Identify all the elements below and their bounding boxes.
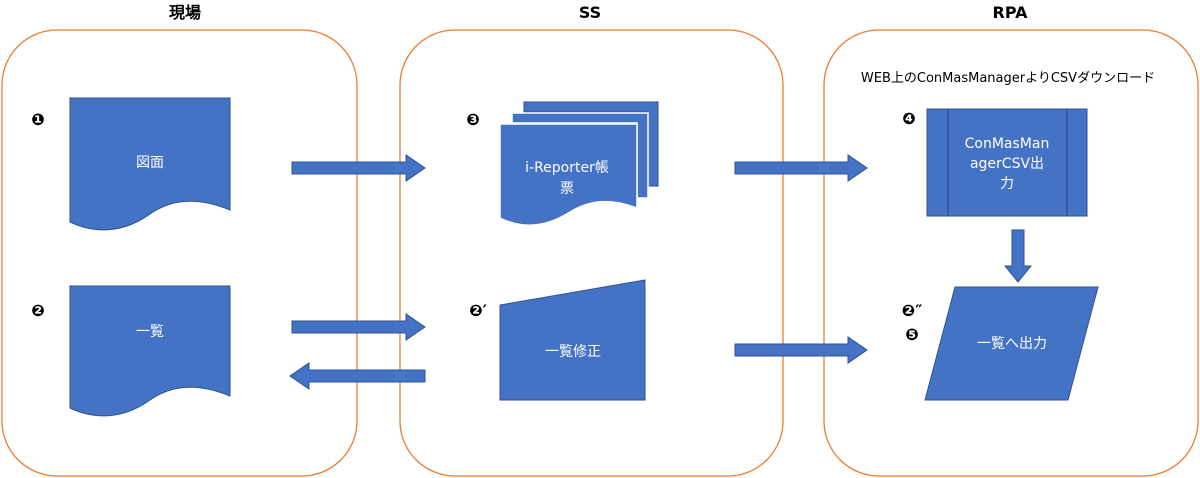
label-ireporter-line2: 票	[560, 181, 574, 197]
label-conmas-line1: ConMasMan	[965, 136, 1050, 152]
arrow-ichiran-to-shusei	[291, 313, 426, 341]
step-marker-2-prime: ❷′	[469, 301, 487, 320]
label-ichiran-shusei: 一覧修正	[545, 343, 601, 360]
step-marker-3: ❸	[466, 110, 480, 129]
lane-ss	[399, 29, 784, 477]
step-marker-2-double-prime: ❷″	[902, 301, 923, 320]
label-zumen: 図面	[136, 155, 164, 171]
lane-genba	[1, 29, 358, 477]
step-marker-1: ❶	[31, 110, 45, 129]
arrow-shusei-to-ichiran	[289, 362, 426, 390]
step-marker-2: ❷	[31, 301, 45, 320]
rpa-note: WEB上のConMasManagerよりCSVダウンロード	[861, 71, 1155, 86]
data-ichiran-output: 一覧へ出力	[924, 286, 1099, 401]
arrow-zumen-to-ireporter	[291, 154, 426, 182]
lane-title-genba: 現場	[169, 3, 201, 22]
arrow-conmas-to-output	[1003, 229, 1033, 283]
label-conmas-line3: 力	[1000, 176, 1014, 192]
process-conmas-csv: ConMasMan agerCSV出 力	[926, 108, 1088, 217]
label-ichiran-output: 一覧へ出力	[977, 335, 1047, 352]
step-marker-5: ❺	[905, 325, 919, 344]
label-conmas-line2: agerCSV出	[970, 156, 1044, 172]
arrow-shusei-to-output	[734, 336, 868, 364]
multidocument-ireporter: i-Reporter帳 票	[499, 101, 659, 226]
step-marker-4: ❹	[902, 109, 916, 128]
arrow-ireporter-to-conmas	[734, 154, 868, 182]
manual-input-ichiran-shusei: 一覧修正	[499, 279, 646, 401]
lane-title-rpa: RPA	[993, 3, 1029, 22]
label-ichiran: 一覧	[136, 323, 164, 340]
document-zumen: 図面	[69, 97, 231, 231]
lane-rpa	[823, 29, 1199, 477]
document-ichiran: 一覧	[69, 285, 231, 417]
label-ireporter-line1: i-Reporter帳	[525, 160, 609, 176]
lane-title-ss: SS	[579, 3, 601, 22]
